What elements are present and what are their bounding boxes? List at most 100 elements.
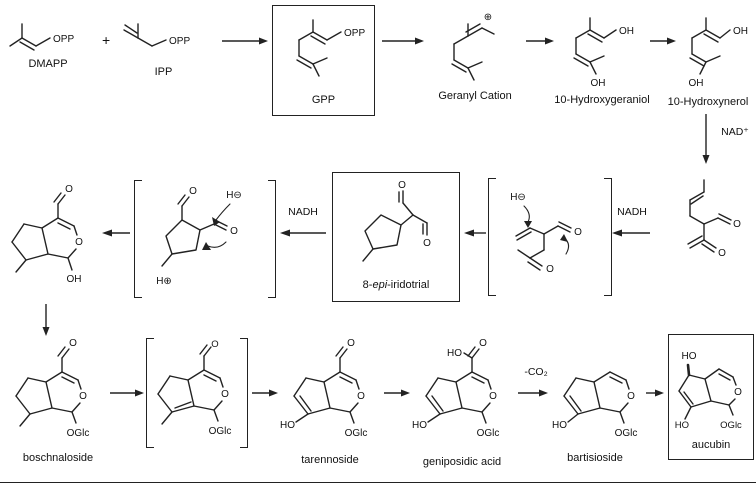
carbonyl-o-label: O (69, 338, 77, 349)
reagent-label-nadh: NADH (288, 206, 318, 218)
arrow-cation-to-hydroxygeraniol (526, 37, 554, 45)
aucubin-structure: O HO OGlc HO (675, 351, 742, 431)
ho-label: HO (682, 351, 697, 362)
hydride-label: H⊖ (510, 192, 526, 203)
molecule-label-ipp: IPP (154, 66, 173, 78)
ring-o-label: O (79, 391, 87, 402)
iridotrial-structure: O O (362, 180, 431, 262)
ring-o-label: O (627, 391, 635, 402)
ring-o-label: O (734, 387, 742, 398)
arrow-to-hydroxynerol (650, 37, 676, 45)
arrow-bartisioside-to-aucubin (646, 389, 664, 397)
intermediate-structure: O O OGlc (157, 339, 232, 437)
arrow-gpp-to-cation (382, 37, 424, 45)
geniposidic-acid-structure: O O HO OGlc HO (412, 338, 500, 439)
hydroxynerol-structure: OH OH (689, 17, 748, 89)
ho-label: HO (552, 420, 567, 431)
arrow-geniposidic-to-bartisioside (518, 389, 548, 397)
ring-o-label: O (75, 237, 83, 248)
hydroxygeraniol-structure: OH OH (573, 17, 634, 89)
carbonyl-o-label: O (230, 226, 238, 237)
molecule-label-dmapp: DMAPP (28, 58, 68, 70)
ring-o-label: O (489, 391, 497, 402)
molecule-label-geniposidic-acid: geniposidic acid (422, 456, 502, 468)
carbonyl-o-label: O (546, 264, 554, 275)
iridotrial-prefix: 8- (362, 279, 373, 291)
molecule-label-bartisioside: bartisioside (567, 452, 623, 464)
oglc-label: OGlc (345, 428, 368, 439)
bracket-right (604, 178, 612, 296)
carbonyl-o-label: O (574, 227, 582, 238)
carbonyl-o-label: O (479, 338, 487, 349)
ho-label: HO (280, 420, 295, 431)
bracketed-oxidation-intermediate: O O OGlc (146, 338, 248, 448)
arrow-dialdehyde-to-enolate (612, 229, 650, 237)
tarennoside-structure: O O OGlc HO (280, 338, 368, 439)
arrow-tarennoside-to-geniposidic (384, 389, 410, 397)
geranyl-cation-structure: ⊕ (451, 12, 495, 81)
oglc-label: OGlc (720, 420, 742, 431)
aucubin-box: O HO OGlc HO aucubin (668, 334, 754, 460)
arrow-cyclization-to-iridoidol (102, 229, 130, 237)
bracketed-enolate-intermediate: H⊖ O O (488, 178, 612, 296)
oh-label: OH (619, 26, 634, 37)
opp-label: OPP (344, 28, 365, 39)
plus-sign: + (102, 32, 111, 48)
bracket-left (134, 180, 142, 298)
iridoid-lactol-structure: O O OH (11, 184, 83, 285)
arrow-boschnaloside-to-intermediate (110, 389, 144, 397)
iridotrial-epi: epi (372, 279, 388, 291)
ho-label: HO (675, 420, 689, 431)
reagent-label-co2: -CO₂ (524, 366, 548, 378)
enolate-structure: H⊖ O O (510, 192, 582, 275)
oh-label: OH (591, 78, 606, 89)
oh-label: OH (733, 26, 748, 37)
carbonyl-o-label: O (211, 339, 218, 350)
oglc-label: OGlc (477, 428, 500, 439)
carbonyl-o-label: O (347, 338, 355, 349)
oh-label: OH (67, 274, 82, 285)
bracket-right (240, 338, 248, 448)
iridotrial-suffix: -iridotrial (387, 279, 430, 291)
oglc-label: OGlc (209, 426, 232, 437)
carbonyl-o-label: O (718, 248, 726, 259)
carbonyl-o-label: O (733, 219, 741, 230)
carbonyl-o-label: O (398, 180, 406, 191)
hydride-label: H⊖ (226, 190, 242, 201)
arrow-dmapp-to-gpp (222, 37, 268, 45)
iridotrial-box: O O 8-epi-iridotrial (332, 172, 460, 302)
bracket-left (146, 338, 154, 448)
molecule-label-iridotrial: 8-epi-iridotrial (333, 279, 459, 291)
molecule-label-hydroxynerol: 10-Hydroxynerol (667, 96, 749, 108)
carbonyl-o-label: O (65, 184, 73, 195)
cyclization-structure: H⊖ O O H⊕ (156, 186, 242, 287)
bracket-left (488, 178, 496, 296)
opp-label: OPP (169, 36, 190, 47)
gpp-structure: OPP (296, 19, 365, 77)
bracketed-cyclization-intermediate: H⊖ O O H⊕ (134, 180, 276, 298)
reagent-label-nad: NAD⁺ (721, 126, 749, 138)
gpp-box: OPP GPP (272, 5, 375, 116)
plus-charge: ⊕ (484, 12, 492, 23)
ring-o-label: O (221, 389, 229, 400)
bartisioside-structure: O OGlc HO (552, 371, 638, 439)
ring-o-label: O (357, 391, 365, 402)
oglc-label: OGlc (67, 428, 90, 439)
ho-acid-label: HO (447, 348, 462, 359)
molecule-label-boschnaloside: boschnaloside (22, 452, 94, 464)
oh-label: OH (689, 78, 704, 89)
molecule-label-tarennoside: tarennoside (301, 454, 359, 466)
carbonyl-o-label: O (189, 186, 197, 197)
arrow-iridotrial-to-cyclization (280, 229, 326, 237)
arrow-nad-down (702, 114, 710, 164)
arrow-intermediate-to-tarennoside (252, 389, 278, 397)
bracket-right (268, 180, 276, 298)
molecule-label-gpp: GPP (311, 94, 336, 106)
oglc-label: OGlc (615, 428, 638, 439)
dialdehyde-structure: O O (687, 179, 741, 259)
proton-label: H⊕ (156, 276, 172, 287)
boschnaloside-structure: O O OGlc (15, 338, 90, 439)
molecule-label-aucubin: aucubin (691, 439, 731, 451)
dmapp-structure: OPP (9, 23, 74, 51)
